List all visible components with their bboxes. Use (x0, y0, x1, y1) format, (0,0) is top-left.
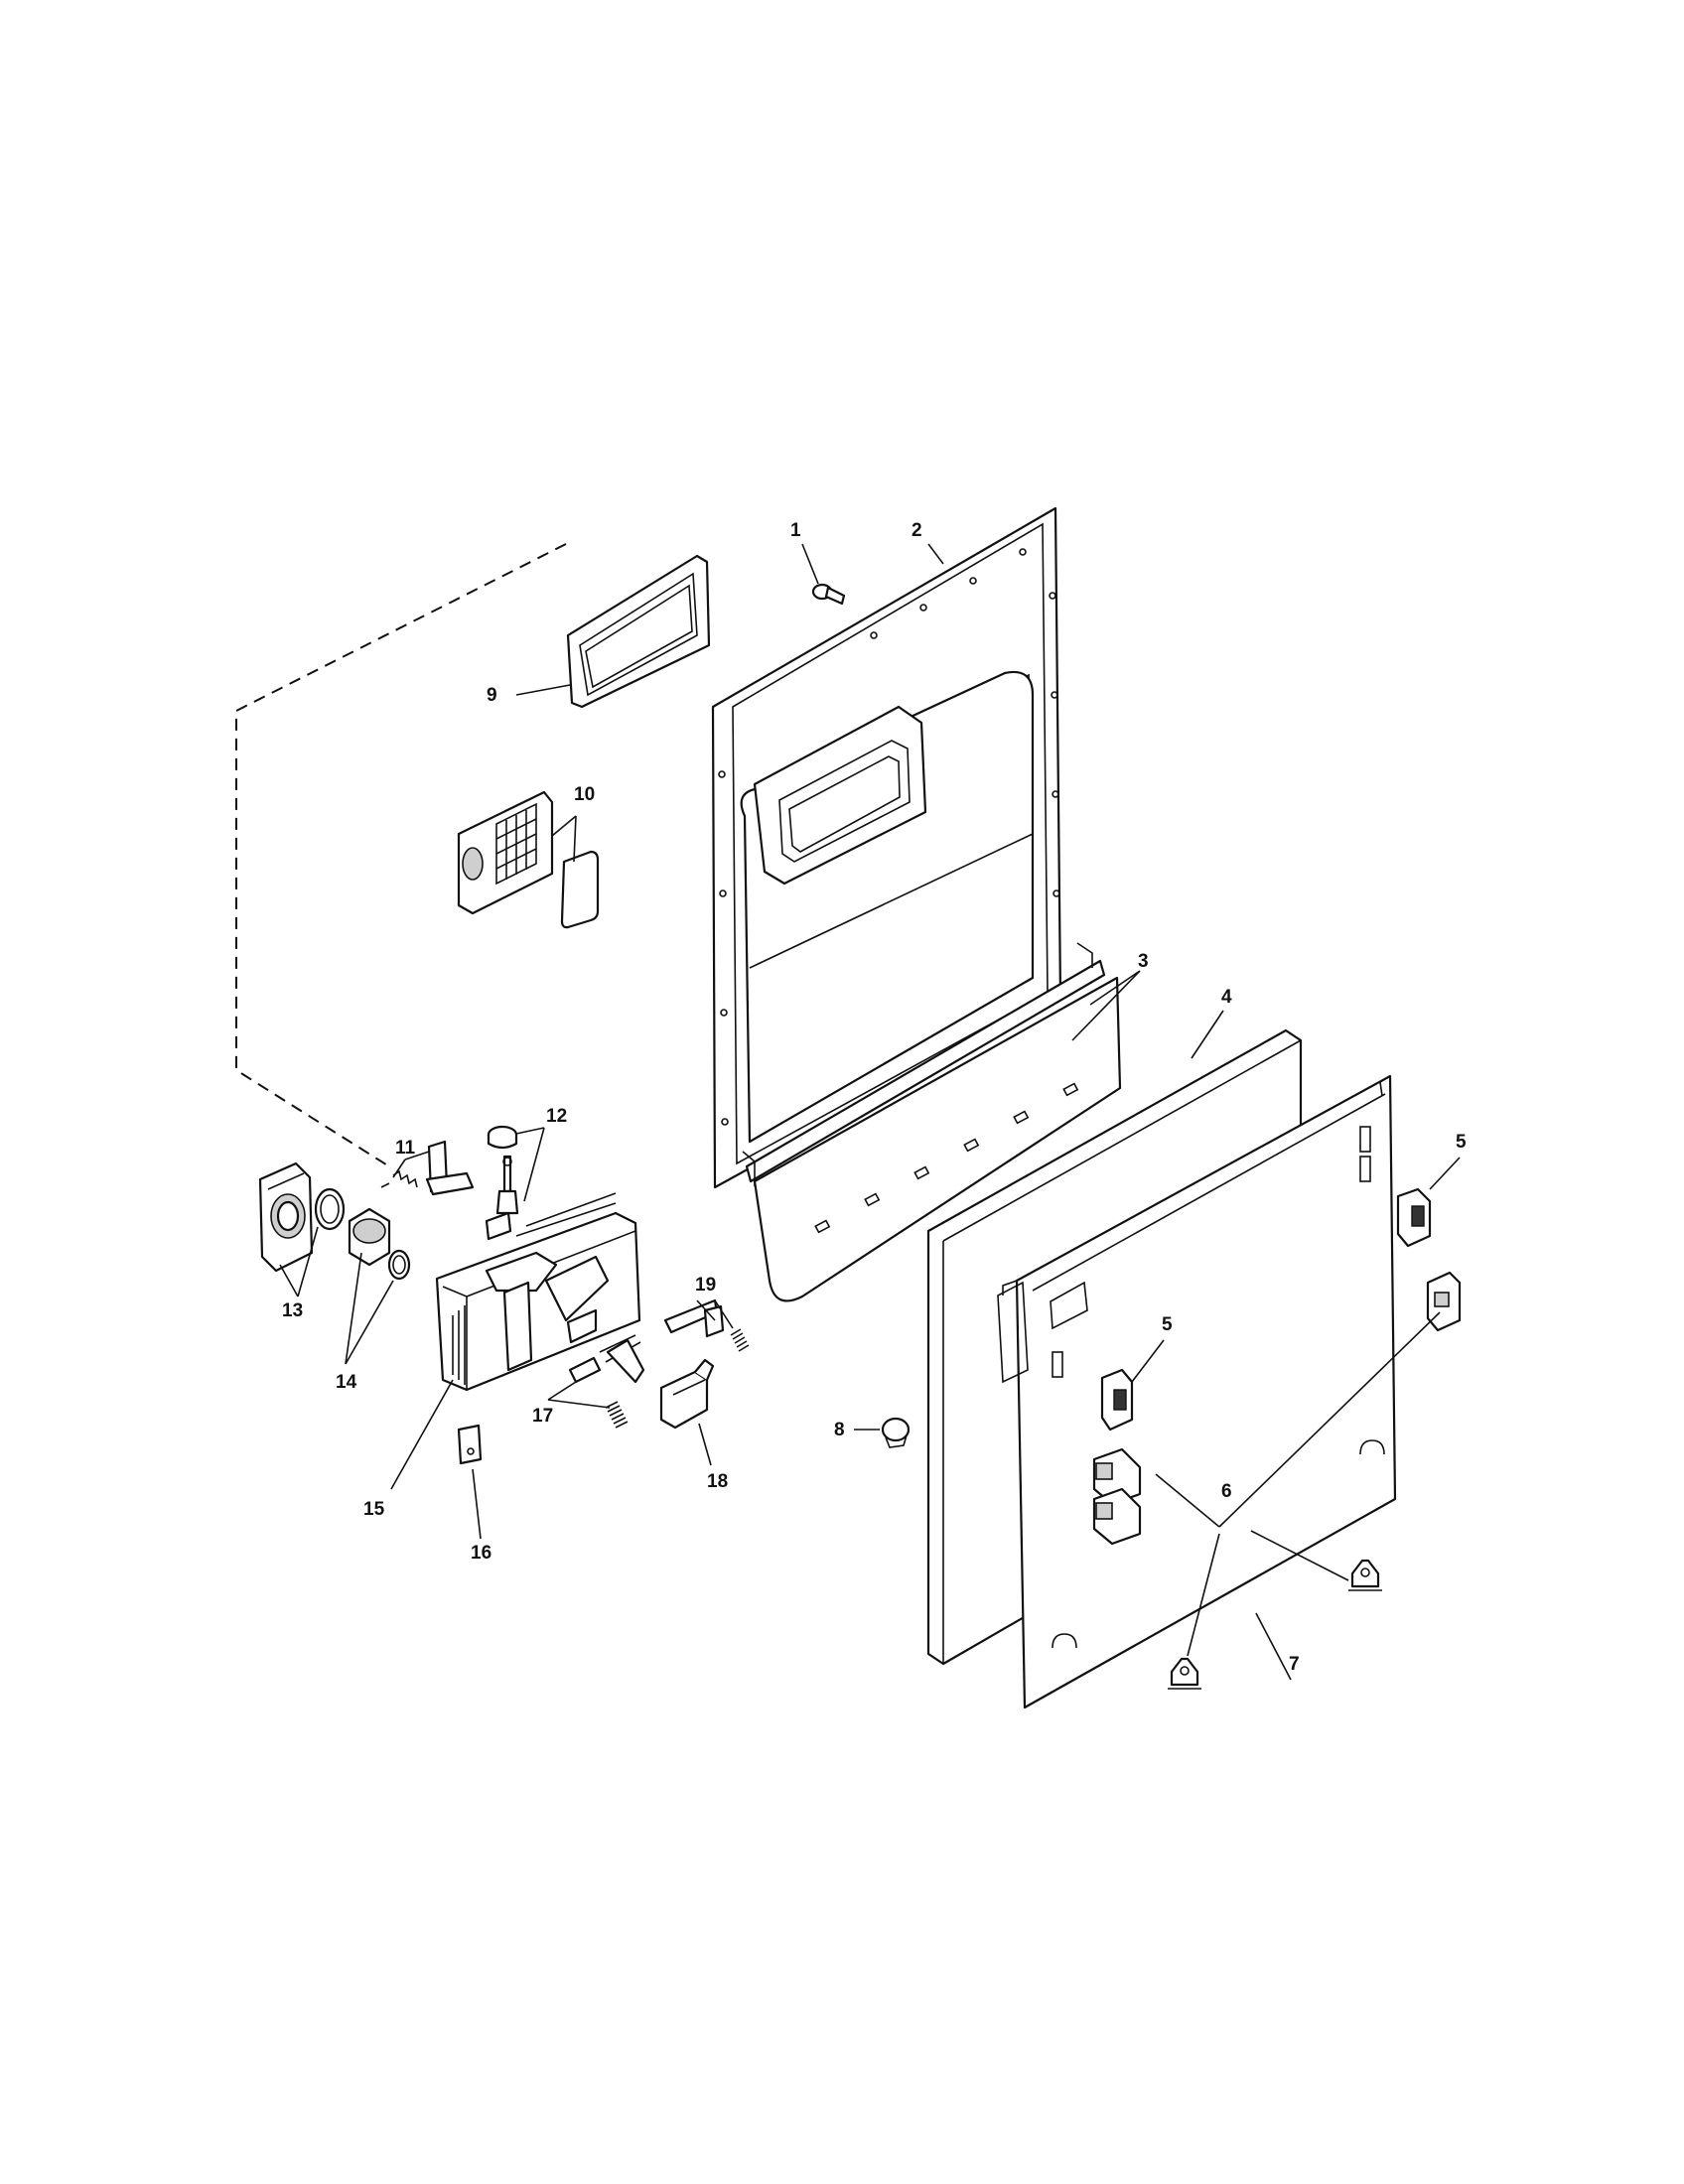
callout-1: 1 (790, 520, 801, 541)
callout-7: 7 (1289, 1654, 1300, 1675)
callout-15: 15 (363, 1499, 385, 1520)
callout-labels: 1 2 3 4 5 5 6 7 8 9 10 11 12 13 14 15 16… (282, 520, 1467, 1675)
callout-9: 9 (487, 685, 497, 706)
leader-lines (279, 543, 1461, 1681)
assembly-dashed-guide (235, 543, 567, 1167)
inner-door-panel (711, 506, 1062, 1189)
callout-8: 8 (834, 1420, 845, 1440)
callout-16: 16 (471, 1543, 491, 1564)
callout-12: 12 (546, 1106, 567, 1127)
dispenser-spring-lever (380, 1140, 475, 1196)
callout-11: 11 (395, 1138, 416, 1159)
dispenser-plunger (487, 1125, 519, 1215)
outer-door-panel (997, 1074, 1397, 1709)
dispenser-actuator (659, 1358, 715, 1430)
callout-10: 10 (574, 784, 595, 805)
dispenser-cover (457, 790, 600, 929)
callout-19: 19 (695, 1275, 716, 1296)
dispenser-springs (568, 1334, 645, 1429)
dispenser-lever-spring (663, 1298, 750, 1352)
callout-3: 3 (1138, 951, 1149, 972)
dispenser-lid-gasket (566, 554, 711, 709)
rinse-aid-cap (258, 1161, 346, 1273)
callout-6: 6 (1221, 1481, 1232, 1502)
callout-5-lower: 5 (1162, 1314, 1173, 1335)
detergent-dispenser (435, 1192, 641, 1392)
callout-4: 4 (1221, 987, 1232, 1008)
door-bumper (881, 1417, 911, 1448)
callout-5: 5 (1456, 1132, 1467, 1153)
callout-2: 2 (912, 520, 922, 541)
callout-18: 18 (707, 1471, 728, 1492)
door-latch-clip (1100, 1187, 1432, 1432)
callout-13: 13 (282, 1300, 303, 1321)
screw (811, 583, 846, 606)
door-trim-bracket (742, 942, 1122, 1302)
dispenser-clip (457, 1424, 483, 1465)
callout-17: 17 (532, 1406, 553, 1427)
callout-14: 14 (336, 1372, 357, 1393)
fill-cap-oring (348, 1207, 411, 1281)
door-hinge (1092, 1271, 1462, 1690)
